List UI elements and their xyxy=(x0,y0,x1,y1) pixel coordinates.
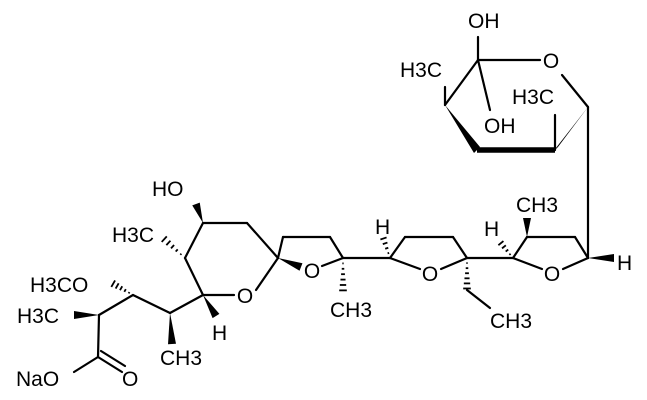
hashed-bond xyxy=(161,235,168,243)
bond xyxy=(561,256,590,271)
atom-label: O xyxy=(544,263,560,286)
bond xyxy=(511,256,544,271)
bond xyxy=(511,235,529,260)
wedge-bond xyxy=(523,218,531,237)
hashed-bond xyxy=(165,240,172,246)
bond xyxy=(245,221,280,260)
atom-label: H3C xyxy=(512,86,554,109)
wedge-bond xyxy=(588,254,614,262)
bond xyxy=(451,235,469,260)
atom-label: HO xyxy=(152,178,184,201)
bond xyxy=(388,235,407,260)
hashed-bond xyxy=(508,253,512,256)
atom-label: CH3 xyxy=(490,310,532,333)
bond xyxy=(96,313,101,359)
bond xyxy=(254,256,280,292)
atom-label: H xyxy=(375,216,390,239)
hashed-bond xyxy=(170,244,175,249)
wedge-bond xyxy=(192,202,203,223)
hashed-bond xyxy=(384,246,389,250)
hashed-bond xyxy=(382,241,388,245)
atom-label: OH xyxy=(468,10,500,33)
bond xyxy=(476,58,492,112)
hashed-bond xyxy=(119,285,124,291)
atom-label: H xyxy=(484,218,499,241)
atom-label: O xyxy=(304,260,320,283)
bond xyxy=(560,73,590,109)
bond xyxy=(573,235,590,260)
atom-label: O xyxy=(237,285,253,308)
bond xyxy=(465,288,492,310)
hashed-bond xyxy=(175,248,179,253)
atom-label: H3C xyxy=(17,305,59,328)
bond xyxy=(443,58,480,107)
bond xyxy=(388,256,422,271)
atom-label: O xyxy=(422,263,438,286)
atom-label: H xyxy=(212,322,227,345)
bond xyxy=(183,256,205,297)
hashed-bond xyxy=(179,253,183,256)
bond xyxy=(72,355,100,374)
hashed-bond xyxy=(501,244,507,250)
double-bond xyxy=(99,349,127,368)
wedge-bond xyxy=(203,295,220,319)
bond xyxy=(276,235,285,260)
bold-bond xyxy=(445,105,480,153)
bond xyxy=(320,256,345,268)
hashed-bond xyxy=(123,288,127,293)
bond xyxy=(131,293,172,315)
atom-label: CH3 xyxy=(160,347,202,370)
hashed-bond xyxy=(127,291,131,294)
wedge-bond xyxy=(74,311,99,319)
bond xyxy=(97,293,135,317)
atom-label: H3C xyxy=(112,224,154,247)
hashed-bond xyxy=(380,236,387,241)
bond xyxy=(183,221,205,260)
atom-label: H3C xyxy=(400,59,442,82)
atom-label: O xyxy=(543,50,559,73)
atom-label: NaO xyxy=(16,368,59,391)
atom-label: CH3 xyxy=(330,299,372,322)
bond xyxy=(439,256,469,271)
atom-label: H xyxy=(617,252,632,275)
bold-bond xyxy=(552,107,588,153)
atom-label: CH3 xyxy=(516,194,558,217)
hashed-bond xyxy=(505,248,509,253)
hashed-bond xyxy=(110,279,116,288)
hashed-bond xyxy=(387,252,390,255)
wedge-bond xyxy=(168,313,176,345)
double-bond xyxy=(96,355,124,374)
hashed-bond xyxy=(114,282,120,290)
bond xyxy=(168,293,205,315)
bond xyxy=(328,235,345,260)
wedge-bond xyxy=(278,258,303,271)
atom-label: H3CO xyxy=(30,274,88,297)
atom-label: OH xyxy=(484,115,516,138)
atom-label: O xyxy=(122,368,138,391)
hashed-bond xyxy=(497,240,505,246)
